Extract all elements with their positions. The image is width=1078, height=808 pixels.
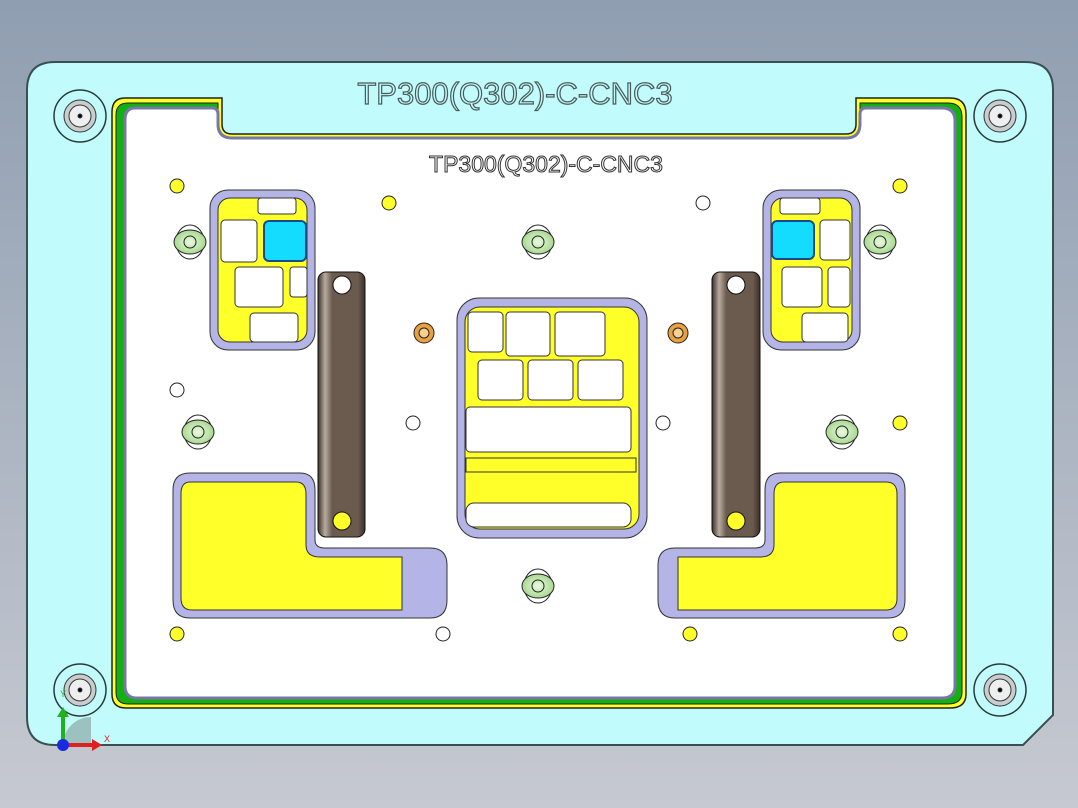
pin-icon — [173, 224, 207, 260]
hole — [405, 415, 421, 431]
center-window — [456, 297, 648, 539]
hole — [169, 382, 185, 398]
corner-screws — [53, 89, 1027, 717]
screw-icon — [53, 89, 107, 143]
coordinate-triad: X Y — [57, 689, 110, 751]
right-window — [762, 189, 861, 351]
hole — [695, 195, 711, 211]
left-window — [209, 189, 316, 351]
right-l-pocket-fill — [677, 481, 898, 611]
locating-pins — [173, 224, 897, 604]
screw-icon — [53, 663, 107, 717]
bushing-icon — [413, 322, 435, 344]
hole — [892, 626, 908, 642]
hole — [435, 626, 451, 642]
hole — [381, 195, 397, 211]
pin-icon — [181, 414, 215, 450]
inner-label: TP300(Q302)-C-CNC3 — [429, 151, 663, 177]
hole — [892, 178, 908, 194]
hole — [169, 626, 185, 642]
hole — [682, 626, 698, 642]
pin-icon — [863, 224, 897, 260]
pin-icon — [521, 224, 555, 260]
screw-icon — [973, 663, 1027, 717]
pin-icon — [521, 568, 555, 604]
holes — [169, 178, 908, 642]
y-axis-label: Y — [60, 689, 66, 699]
x-axis-label: X — [104, 734, 110, 744]
bushing-icon — [667, 322, 689, 344]
hole — [169, 178, 185, 194]
pin-icon — [825, 414, 859, 450]
hole — [655, 415, 671, 431]
left-l-pocket-fill — [180, 481, 403, 611]
left-handle[interactable] — [317, 271, 366, 538]
hole — [892, 415, 908, 431]
screw-icon — [973, 89, 1027, 143]
right-handle[interactable] — [711, 271, 761, 538]
plate-label: TP300(Q302)-C-CNC3 — [357, 76, 672, 111]
